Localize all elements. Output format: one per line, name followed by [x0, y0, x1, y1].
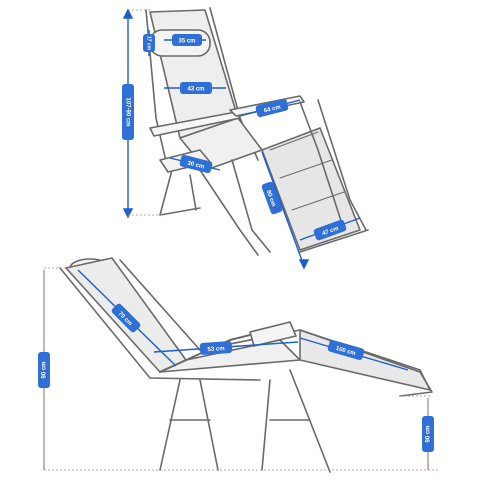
armrest-span-text: 64 cm [263, 105, 281, 115]
top-height-text: 107-90 cm [124, 97, 130, 126]
label-bottom-height: 90 cm [38, 352, 50, 388]
seat-back-width-text: 43 cm [187, 87, 204, 93]
foot-height-text: 90 cm [426, 425, 432, 442]
label-top-height: 107-90 cm [122, 84, 134, 140]
footrest-width-text: 47 cm [322, 226, 340, 237]
label-top-armrest-span: 64 cm [255, 98, 289, 118]
label-top-headrest-height: 17 cm [143, 34, 155, 52]
top-chair-dimension-lines [122, 8, 361, 270]
bottom-height-text: 90 cm [42, 361, 48, 378]
seat-length-text: 53 cm [207, 346, 224, 353]
label-bottom-leg-length: 100 cm [327, 339, 365, 361]
headrest-width-text: 35 cm [178, 39, 195, 45]
leg-length-text: 80 cm [265, 190, 276, 208]
label-bottom-seat-length: 53 cm [199, 341, 233, 355]
bottom-chair-drawing [59, 257, 433, 473]
label-top-leg-length: 80 cm [261, 181, 283, 215]
label-top-headrest-width: 35 cm [172, 34, 202, 46]
seat-width-text: 30 cm [187, 161, 205, 171]
label-bottom-foot-height: 90 cm [422, 416, 434, 452]
top-chair-drawing [145, 7, 369, 256]
bottom-chair-guides [44, 267, 440, 471]
label-top-seat-back-width: 43 cm [180, 82, 212, 94]
label-top-seat-width: 30 cm [179, 154, 213, 174]
label-top-footrest-width: 47 cm [313, 219, 347, 241]
bottom-leg-length-text: 100 cm [335, 346, 356, 357]
headrest-height-text: 17 cm [146, 36, 152, 51]
